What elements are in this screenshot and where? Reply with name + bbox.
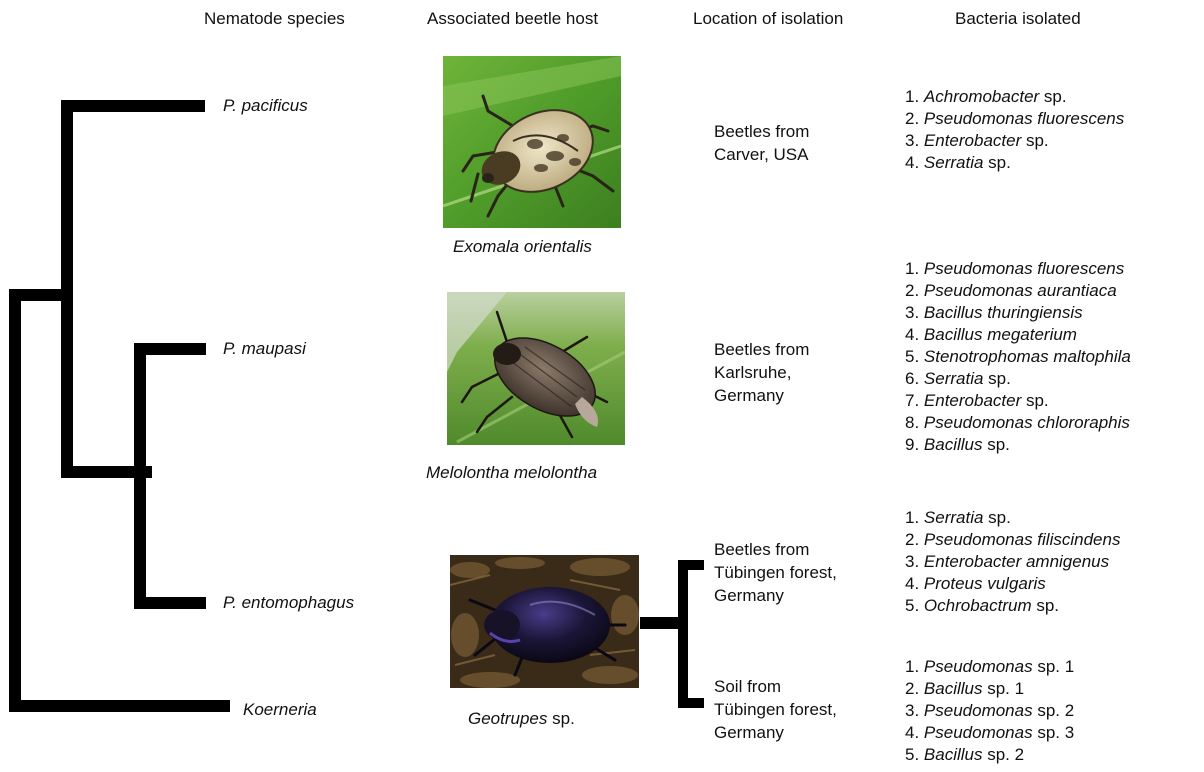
dung-beetle-on-soil-photo [450,555,639,688]
location-tubingen-soil: Soil from Tübingen forest, Germany [714,675,837,744]
host-bracket-stem [640,617,680,629]
nematode-label: P. entomophagus [223,593,354,613]
location-line: Germany [714,384,809,407]
nematode-label: Koerneria [243,700,317,720]
bacteria-list-carver: 1. Achromobacter sp.2. Pseudomonas fluor… [905,86,1124,174]
location-line: Beetles from [714,538,837,561]
location-line: Germany [714,721,837,744]
beetle-caption: Exomala orientalis [453,237,592,257]
bacteria-item: 2. Bacillus sp. 1 [905,678,1074,700]
location-tubingen-beetles: Beetles from Tübingen forest, Germany [714,538,837,607]
cockchafer-on-leaf-photo [447,292,625,445]
location-line: Germany [714,584,837,607]
bacteria-item: 4. Pseudomonas sp. 3 [905,722,1074,744]
location-carver: Beetles from Carver, USA [714,120,809,166]
location-line: Tübingen forest, [714,561,837,584]
tree-branch-maupasi [134,343,206,355]
bacteria-item: 5. Bacillus sp. 2 [905,744,1074,766]
tree-sister-vertical [134,343,146,609]
nematode-label: P. pacificus [223,96,308,116]
tree-root-vertical [9,289,21,712]
bacteria-item: 3. Enterobacter sp. [905,130,1124,152]
beetle-caption: Melolontha melolontha [426,463,597,483]
host-bracket-soil [678,698,704,708]
host-bracket-vertical [678,560,688,708]
tree-branch-koerneria [9,700,230,712]
bacteria-item: 1. Pseudomonas fluorescens [905,258,1131,280]
bacteria-item: 1. Pseudomonas sp. 1 [905,656,1074,678]
tree-inner-vertical [61,100,73,478]
location-line: Soil from [714,675,837,698]
bacteria-item: 3. Bacillus thuringiensis [905,302,1131,324]
beetle-photo-geotrupes [450,555,639,688]
bacteria-item: 3. Enterobacter amnigenus [905,551,1120,573]
location-karlsruhe: Beetles from Karlsruhe, Germany [714,338,809,407]
bacteria-item: 2. Pseudomonas aurantiaca [905,280,1131,302]
bacteria-item: 9. Bacillus sp. [905,434,1131,456]
bacteria-item: 4. Serratia sp. [905,152,1124,174]
tree-branch-pacificus [61,100,205,112]
tree-branch-entomophagus [134,597,206,609]
location-line: Beetles from [714,120,809,143]
bacteria-item: 4. Bacillus megaterium [905,324,1131,346]
bacteria-item: 8. Pseudomonas chlororaphis [905,412,1131,434]
beetle-photo-exomala [443,56,621,228]
bacteria-item: 3. Pseudomonas sp. 2 [905,700,1074,722]
scarab-beetle-on-leaf-photo [443,56,621,228]
bacteria-item: 5. Stenotrophomas maltophila [905,346,1131,368]
bacteria-item: 7. Enterobacter sp. [905,390,1131,412]
bacteria-item: 1. Serratia sp. [905,507,1120,529]
bacteria-item: 4. Proteus vulgaris [905,573,1120,595]
beetle-caption: Geotrupes sp. [468,709,575,729]
bacteria-item: 2. Pseudomonas filiscindens [905,529,1120,551]
location-line: Tübingen forest, [714,698,837,721]
location-line: Beetles from [714,338,809,361]
bacteria-item: 2. Pseudomonas fluorescens [905,108,1124,130]
bacteria-list-tubingen-beetles: 1. Serratia sp.2. Pseudomonas filiscinde… [905,507,1120,617]
location-line: Karlsruhe, [714,361,809,384]
bacteria-item: 6. Serratia sp. [905,368,1131,390]
bacteria-item: 1. Achromobacter sp. [905,86,1124,108]
host-bracket-beetles [678,560,704,570]
bacteria-item: 5. Ochrobactrum sp. [905,595,1120,617]
tree-root-upper-branch [9,289,67,301]
nematode-label: P. maupasi [223,339,306,359]
location-line: Carver, USA [714,143,809,166]
beetle-photo-melolontha [447,292,625,445]
